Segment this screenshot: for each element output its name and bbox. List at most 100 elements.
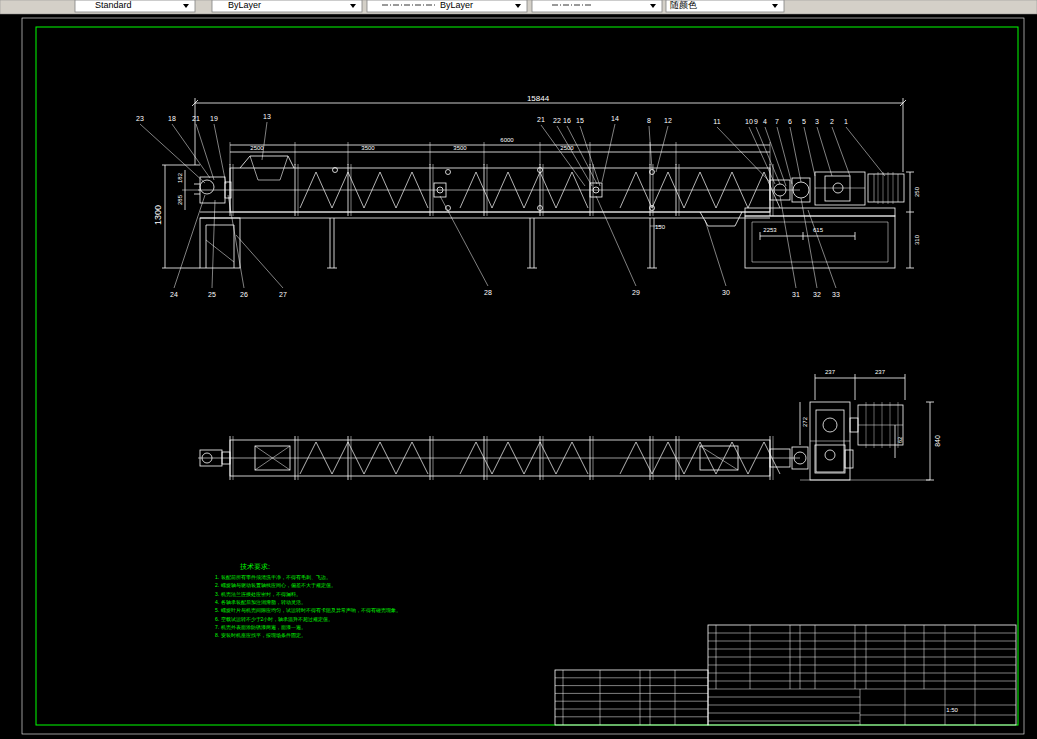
drawing-circle <box>538 206 543 211</box>
drawing-line <box>860 705 1016 706</box>
dropdown-arrow <box>650 4 656 8</box>
drawing-line <box>396 442 428 474</box>
dimension-text: 3500 <box>361 145 374 151</box>
drawing-line <box>650 218 651 268</box>
callout-number: 21 <box>192 115 200 122</box>
callout-number: 1 <box>844 118 848 125</box>
dropdown-text: ByLayer <box>440 1 473 10</box>
drawing-line <box>882 402 883 448</box>
drawing-line <box>430 142 431 165</box>
drawing-line <box>162 165 200 166</box>
drawing-line <box>815 625 816 689</box>
dimension-text: 285 <box>177 195 183 205</box>
drawing-circle <box>333 168 338 173</box>
drawing-line <box>332 172 364 208</box>
dimension-text: 150 <box>655 224 665 230</box>
drawing-line <box>530 218 531 268</box>
drawing-line <box>165 165 166 268</box>
drawing-line <box>708 641 1016 642</box>
drawing-line <box>492 172 524 208</box>
callout-number: 14 <box>611 115 619 122</box>
drawing-rect <box>590 183 602 197</box>
drawing-line <box>790 127 801 182</box>
drawing-rect <box>700 446 738 470</box>
technical-note: 8. 安装时机座应找平，按现场条件固定。 <box>215 633 306 638</box>
callout-number: 10 <box>745 118 753 125</box>
drawing-circle <box>202 453 212 463</box>
drawing-line <box>140 124 205 183</box>
toolbar-dropdown: ByLayer <box>440 1 473 10</box>
dimension-text: 237 <box>825 369 835 375</box>
drawing-rect <box>200 218 240 268</box>
drawing-rect <box>200 450 222 466</box>
drawing-line <box>192 100 198 106</box>
drawing-line <box>883 172 884 204</box>
drawing-line <box>749 127 775 184</box>
drawing-line <box>206 225 207 268</box>
dimension-text: 2500 <box>560 145 573 151</box>
drawing-line <box>855 232 856 240</box>
drawing-rect <box>745 208 895 216</box>
drawing-line <box>396 172 428 208</box>
drawing-line <box>815 374 816 400</box>
drawing-line <box>708 697 860 698</box>
callout-number: 16 <box>563 117 571 124</box>
drawing-rect <box>255 446 290 470</box>
drawing-line <box>716 442 748 474</box>
drawing-rect <box>212 0 362 12</box>
drawing-rect <box>815 445 845 473</box>
drawing-line <box>330 218 331 268</box>
drawing-line <box>262 122 267 160</box>
drawing-line <box>555 716 708 717</box>
drawing-line <box>656 126 668 172</box>
drawing-line <box>705 220 726 286</box>
drawing-line <box>555 709 708 710</box>
dimension-text: 3500 <box>453 145 466 151</box>
drawing-line <box>527 268 537 269</box>
drawing-rect <box>36 27 1018 725</box>
drawing-line <box>708 705 860 706</box>
drawing-line <box>906 268 914 269</box>
drawing-line <box>708 657 1016 658</box>
drawing-rect <box>75 0 195 12</box>
drawing-line <box>332 442 364 474</box>
drawing-line <box>895 425 896 458</box>
drawing-line <box>905 625 906 689</box>
drawing-line <box>975 625 976 689</box>
drawing-line <box>194 184 200 185</box>
drawing-line <box>556 442 588 474</box>
drawing-line <box>815 378 905 379</box>
callout-number: 29 <box>632 289 640 296</box>
drawing-line <box>198 190 800 191</box>
drawing-rect <box>815 172 865 205</box>
drawing-line <box>716 625 717 689</box>
drawing-rect <box>825 176 850 201</box>
drawing-line <box>255 446 290 470</box>
drawing-line <box>555 701 708 702</box>
dropdown-text: ByLayer <box>228 1 261 10</box>
drawing-line <box>700 446 738 470</box>
drawing-rect <box>532 0 662 12</box>
dimension-text: 237 <box>875 369 885 375</box>
callout-number: 25 <box>208 291 216 298</box>
drawing-rect <box>845 450 853 468</box>
drawing-line <box>555 685 708 686</box>
drawing-line <box>765 127 786 186</box>
drawing-line <box>708 665 1016 666</box>
drawing-line <box>817 127 832 176</box>
drawing-circle <box>437 187 443 193</box>
drawing-rect <box>708 625 1016 725</box>
toolbar-dropdown: Standard <box>95 1 132 10</box>
technical-note: 2. 螺旋轴与驱动装置轴线应同心，偏差不大于规定值。 <box>215 583 336 588</box>
drawing-line <box>652 172 684 208</box>
drawing-circle <box>538 168 543 173</box>
drawing-line <box>649 126 652 170</box>
drawing-line <box>300 442 332 474</box>
drawing-line <box>555 677 708 678</box>
drawing-line <box>858 425 903 426</box>
callout-number: 15 <box>576 117 584 124</box>
callout-number: 13 <box>263 113 271 120</box>
drawing-line <box>675 670 676 725</box>
drawing-circle <box>794 452 806 464</box>
